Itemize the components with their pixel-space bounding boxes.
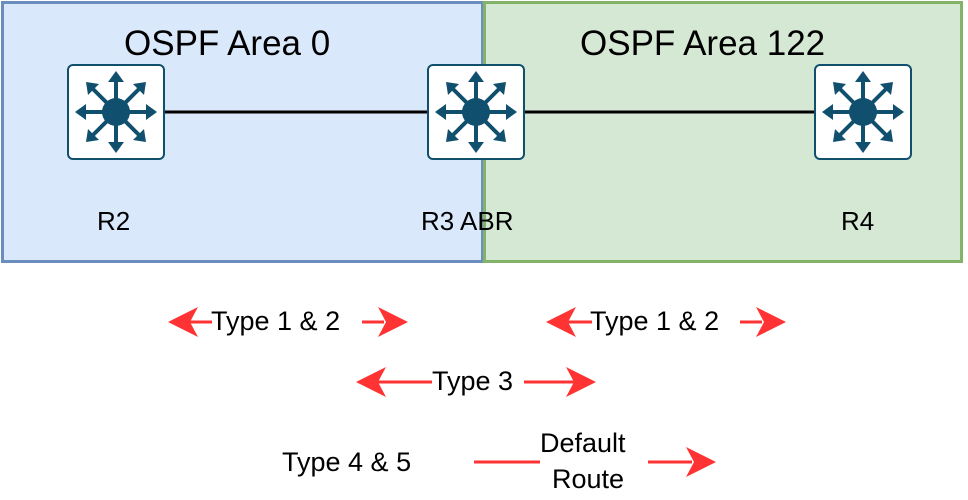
router-r4-label: R4: [841, 206, 875, 236]
router-r3-label: R3 ABR: [421, 206, 514, 236]
router-icon: [822, 71, 904, 153]
default-route-label-line1: Default: [540, 428, 626, 458]
type12-area122-label: Type 1 & 2: [590, 306, 720, 336]
arrow-right-icon: [566, 367, 596, 397]
type45-label: Type 4 & 5: [282, 447, 412, 477]
arrow-left-icon: [356, 367, 386, 397]
arrow-right-icon: [378, 307, 408, 337]
arrow-left-icon: [168, 307, 198, 337]
arrow-right-icon: [756, 307, 786, 337]
arrow-left-icon: [546, 307, 576, 337]
router-r2-label: R2: [97, 206, 131, 236]
area-0-title: OSPF Area 0: [124, 24, 331, 63]
router-icon: [75, 71, 157, 153]
router-r4: [814, 64, 912, 160]
router-r2: [67, 64, 165, 160]
router-icon: [435, 71, 517, 153]
default-route-label-line2: Route: [552, 464, 625, 494]
type3-label: Type 3: [432, 366, 514, 396]
area-122-title: OSPF Area 122: [580, 24, 826, 63]
type12-area0-label: Type 1 & 2: [211, 306, 341, 336]
arrow-right-icon: [686, 447, 716, 477]
router-r3: [427, 64, 525, 160]
